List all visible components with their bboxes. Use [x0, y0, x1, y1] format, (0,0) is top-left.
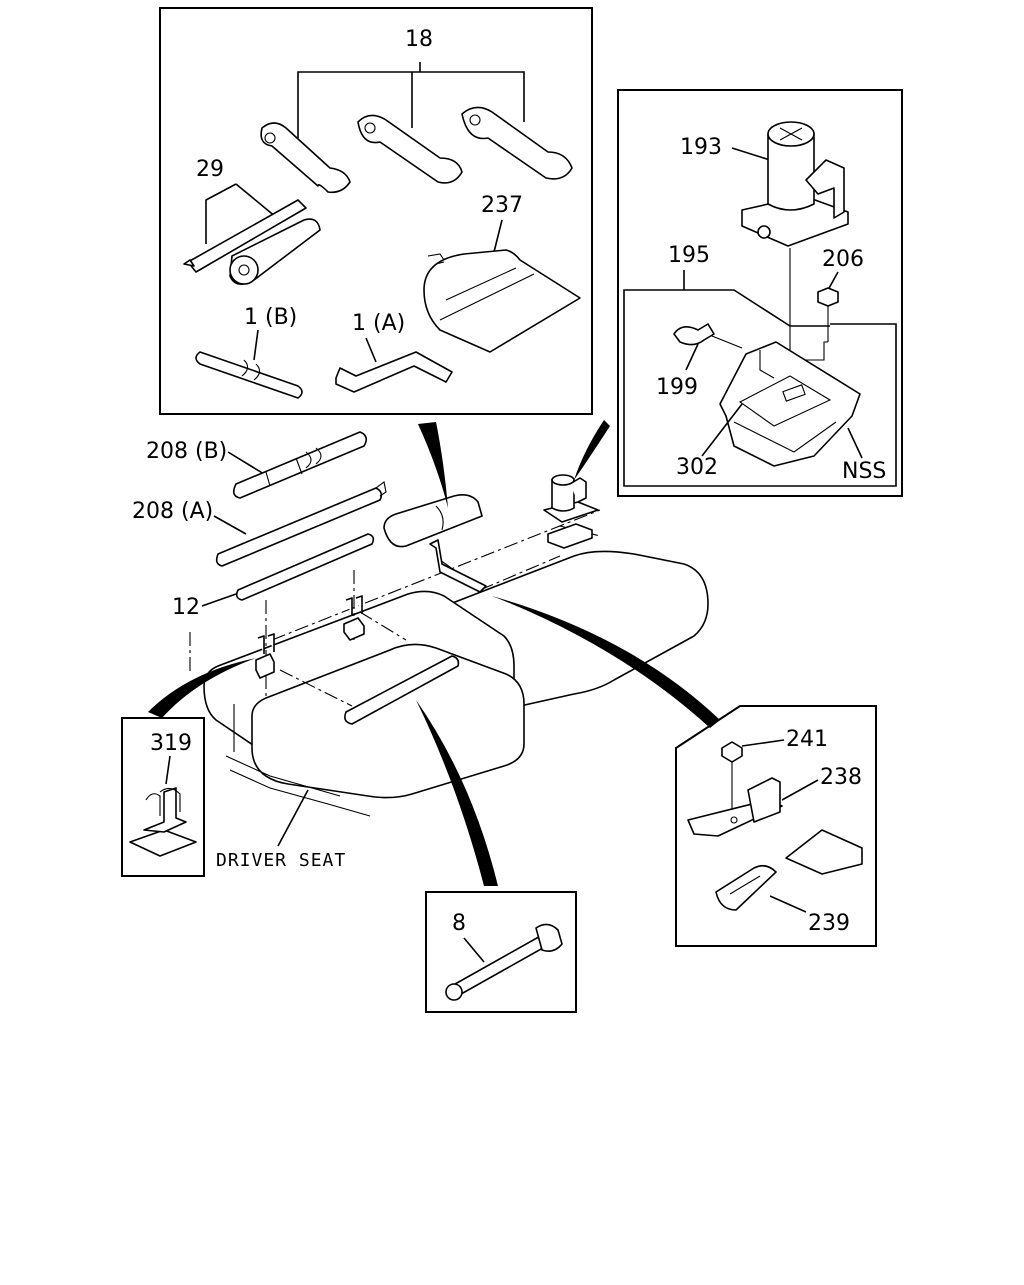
- tube-208a-end: [375, 481, 387, 497]
- bar-12: [235, 533, 375, 601]
- alignment-lines-2: [279, 555, 561, 707]
- label-237: 237: [481, 193, 523, 218]
- label-199: 199: [656, 375, 698, 400]
- tube-208a: [215, 487, 383, 567]
- leader-driver-seat: [277, 789, 309, 847]
- leader-1a: [365, 337, 377, 363]
- pointer-8: [416, 700, 498, 886]
- seat-frame-lines: [225, 755, 371, 817]
- driver-seat-label: DRIVER SEAT: [216, 850, 346, 871]
- leader-241: [741, 739, 785, 747]
- leader-319: [165, 755, 171, 785]
- label-18: 18: [405, 27, 433, 52]
- bottle-jack: [741, 121, 849, 247]
- mount-bracket-box: 241 238 239: [675, 705, 877, 947]
- cover-right: [785, 829, 863, 875]
- jack-on-mount: [543, 474, 599, 549]
- label-239: 239: [808, 911, 850, 936]
- jack-box: 193 195 206 199 30: [617, 89, 903, 497]
- tool-kit-frame: [159, 7, 593, 415]
- leader-nss: [847, 427, 863, 459]
- screwdriver: [183, 199, 307, 273]
- holder-clip-left: [255, 633, 275, 679]
- label-208b: 208 (B): [146, 439, 227, 464]
- label-195: 195: [668, 243, 710, 268]
- strap-239: [715, 864, 777, 911]
- wrench-large: [461, 106, 573, 180]
- extension-bar-208b: [232, 431, 368, 499]
- socket-handle: [229, 218, 321, 285]
- jack-tray-302: [719, 341, 861, 467]
- bracket-piece: [429, 539, 487, 593]
- label-12: 12: [172, 595, 200, 620]
- crank-handle-a: [335, 351, 453, 393]
- leader-208a: [213, 515, 247, 535]
- lug-wrench-box: 8: [425, 891, 577, 1013]
- bracket-238: [687, 777, 783, 837]
- label-302: 302: [676, 455, 718, 480]
- label-206: 206: [822, 247, 864, 272]
- leader-199: [685, 343, 699, 371]
- label-241: 241: [786, 727, 828, 752]
- leader-238: [781, 779, 819, 801]
- leader-206: [827, 271, 839, 291]
- leader-193: [731, 147, 771, 161]
- label-208a: 208 (A): [132, 499, 213, 524]
- label-1b: 1 (B): [244, 305, 297, 330]
- pointer-toolbox: [418, 422, 448, 508]
- label-29: 29: [196, 157, 224, 182]
- jack-frame: [617, 89, 903, 497]
- tool-kit-box: 18 29 237: [159, 7, 593, 415]
- pointer-319: [148, 658, 256, 718]
- leader-12: [201, 593, 237, 607]
- leader-302: [701, 403, 743, 457]
- leader-239: [769, 895, 807, 913]
- pointer-mount: [492, 596, 720, 728]
- holder-clip-middle: [343, 595, 365, 641]
- seat-assembly: 208 (B) 208 (A) 12: [132, 420, 720, 886]
- tool-bag: [423, 249, 581, 353]
- leader-208b: [227, 451, 265, 475]
- wrench-medium: [357, 114, 463, 184]
- leader-195-frame: [623, 270, 897, 487]
- alignment-lines: [189, 509, 601, 700]
- clip-319-box: 319: [121, 717, 205, 877]
- lug-wrench-frame: [425, 891, 577, 1013]
- pointer-jack: [574, 420, 610, 480]
- clip-319: [129, 787, 197, 857]
- label-nss: NSS: [842, 459, 886, 484]
- label-319: 319: [150, 731, 192, 756]
- leader-237: [493, 219, 503, 253]
- label-1a: 1 (A): [352, 311, 405, 336]
- wrench-small: [260, 122, 351, 194]
- wing-bolt-199: [673, 323, 743, 349]
- extension-bar-b: [195, 351, 303, 399]
- seat-cushion-driver: [251, 643, 525, 799]
- bolt-206: [790, 287, 839, 361]
- lug-wrench-8: [445, 923, 563, 1001]
- label-8: 8: [452, 911, 466, 936]
- leader-18: [297, 62, 525, 138]
- seat-cover-pad: [383, 494, 483, 548]
- leader-8: [463, 937, 485, 963]
- clip-319-frame: [121, 717, 205, 877]
- label-238: 238: [820, 765, 862, 790]
- leader-1b: [253, 329, 259, 361]
- lug-wrench-on-seat: [344, 655, 460, 725]
- mount-bracket-frame: [675, 705, 877, 947]
- label-193: 193: [680, 135, 722, 160]
